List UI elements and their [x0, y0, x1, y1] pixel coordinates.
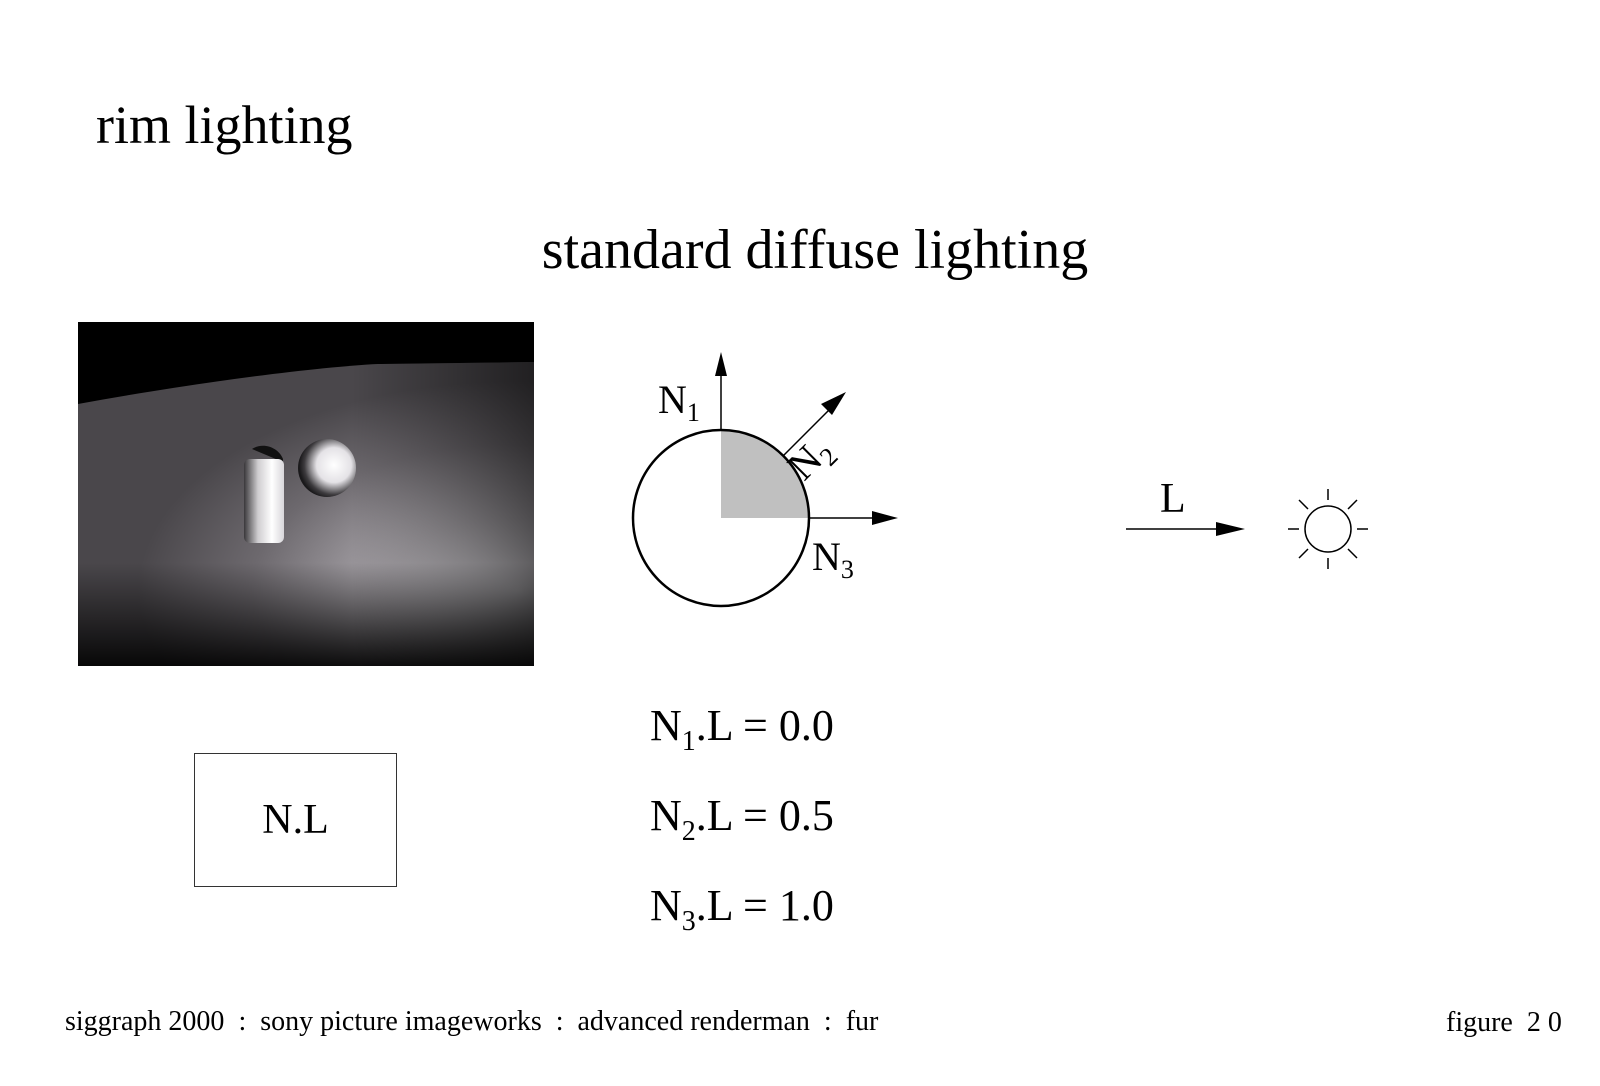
lit-quadrant [721, 430, 809, 518]
n2-arrow-icon [821, 392, 846, 415]
formula-label: N.L [262, 797, 329, 843]
diffuse-render-image [78, 322, 534, 666]
equation-n3: N3.L = 1.0 [650, 881, 834, 937]
n3-label: N3 [812, 534, 854, 584]
equation-n2: N2.L = 0.5 [650, 791, 834, 847]
normals-diagram: N1 N2 N3 [631, 352, 898, 608]
light-direction-diagram: L [1126, 476, 1368, 569]
slide-title: rim lighting [96, 95, 353, 155]
sun-icon [1288, 489, 1368, 569]
light-label: L [1160, 476, 1186, 522]
n1-label: N1 [658, 377, 700, 427]
footer-credits: siggraph 2000:sony picture imageworks:ad… [65, 1006, 879, 1037]
formula-box: N.L [194, 753, 397, 887]
equation-n1: N1.L = 0.0 [650, 701, 834, 757]
n1-arrow-icon [715, 352, 727, 376]
n3-arrow-icon [872, 511, 898, 525]
slide-subtitle: standard diffuse lighting [541, 219, 1089, 281]
light-arrow-icon [1216, 522, 1245, 536]
figure-number: figure 2 0 [1446, 1007, 1562, 1038]
